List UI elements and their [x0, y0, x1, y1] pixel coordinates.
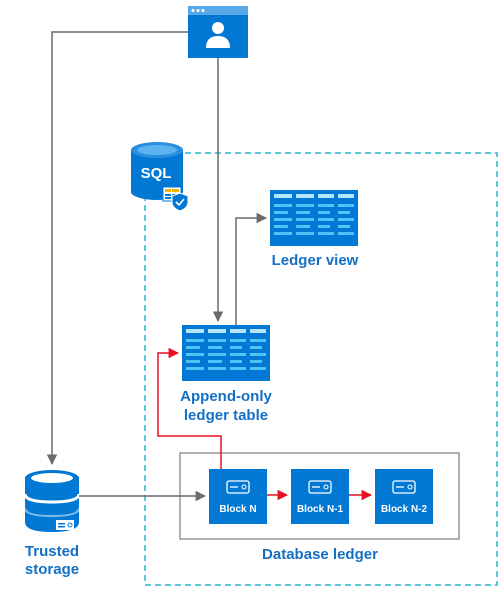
append-only-label-line2: ledger table: [183, 407, 269, 424]
table-to-view-arrow: [235, 212, 268, 325]
block-n-2-icon: [375, 469, 433, 524]
block-n-icon: [209, 469, 267, 524]
ledger-view-table-icon: [270, 190, 358, 246]
block-n-1-icon: [291, 469, 349, 524]
block-to-table-arrow: [157, 347, 222, 469]
append-only-table-icon: [182, 325, 270, 381]
sql-boundary: [144, 152, 498, 586]
block-n-1-label: Block N-1: [296, 504, 344, 515]
user-window-icon: [188, 6, 248, 58]
sql-database-icon: [131, 142, 189, 212]
database-ledger-label: Database ledger: [262, 546, 378, 563]
user-to-storage-arrow: [46, 31, 188, 466]
append-only-label-line1: Append-only: [180, 388, 272, 405]
trusted-storage-label-line2: storage: [24, 561, 80, 578]
trusted-storage-icon: [23, 470, 81, 532]
block-n-label: Block N: [219, 504, 257, 515]
sql-icon-text: SQL: [141, 165, 172, 182]
block-n-2-label: Block N-2: [380, 504, 428, 515]
trusted-storage-label-line1: Trusted: [24, 543, 80, 560]
ledger-view-label: Ledger view: [271, 252, 359, 269]
